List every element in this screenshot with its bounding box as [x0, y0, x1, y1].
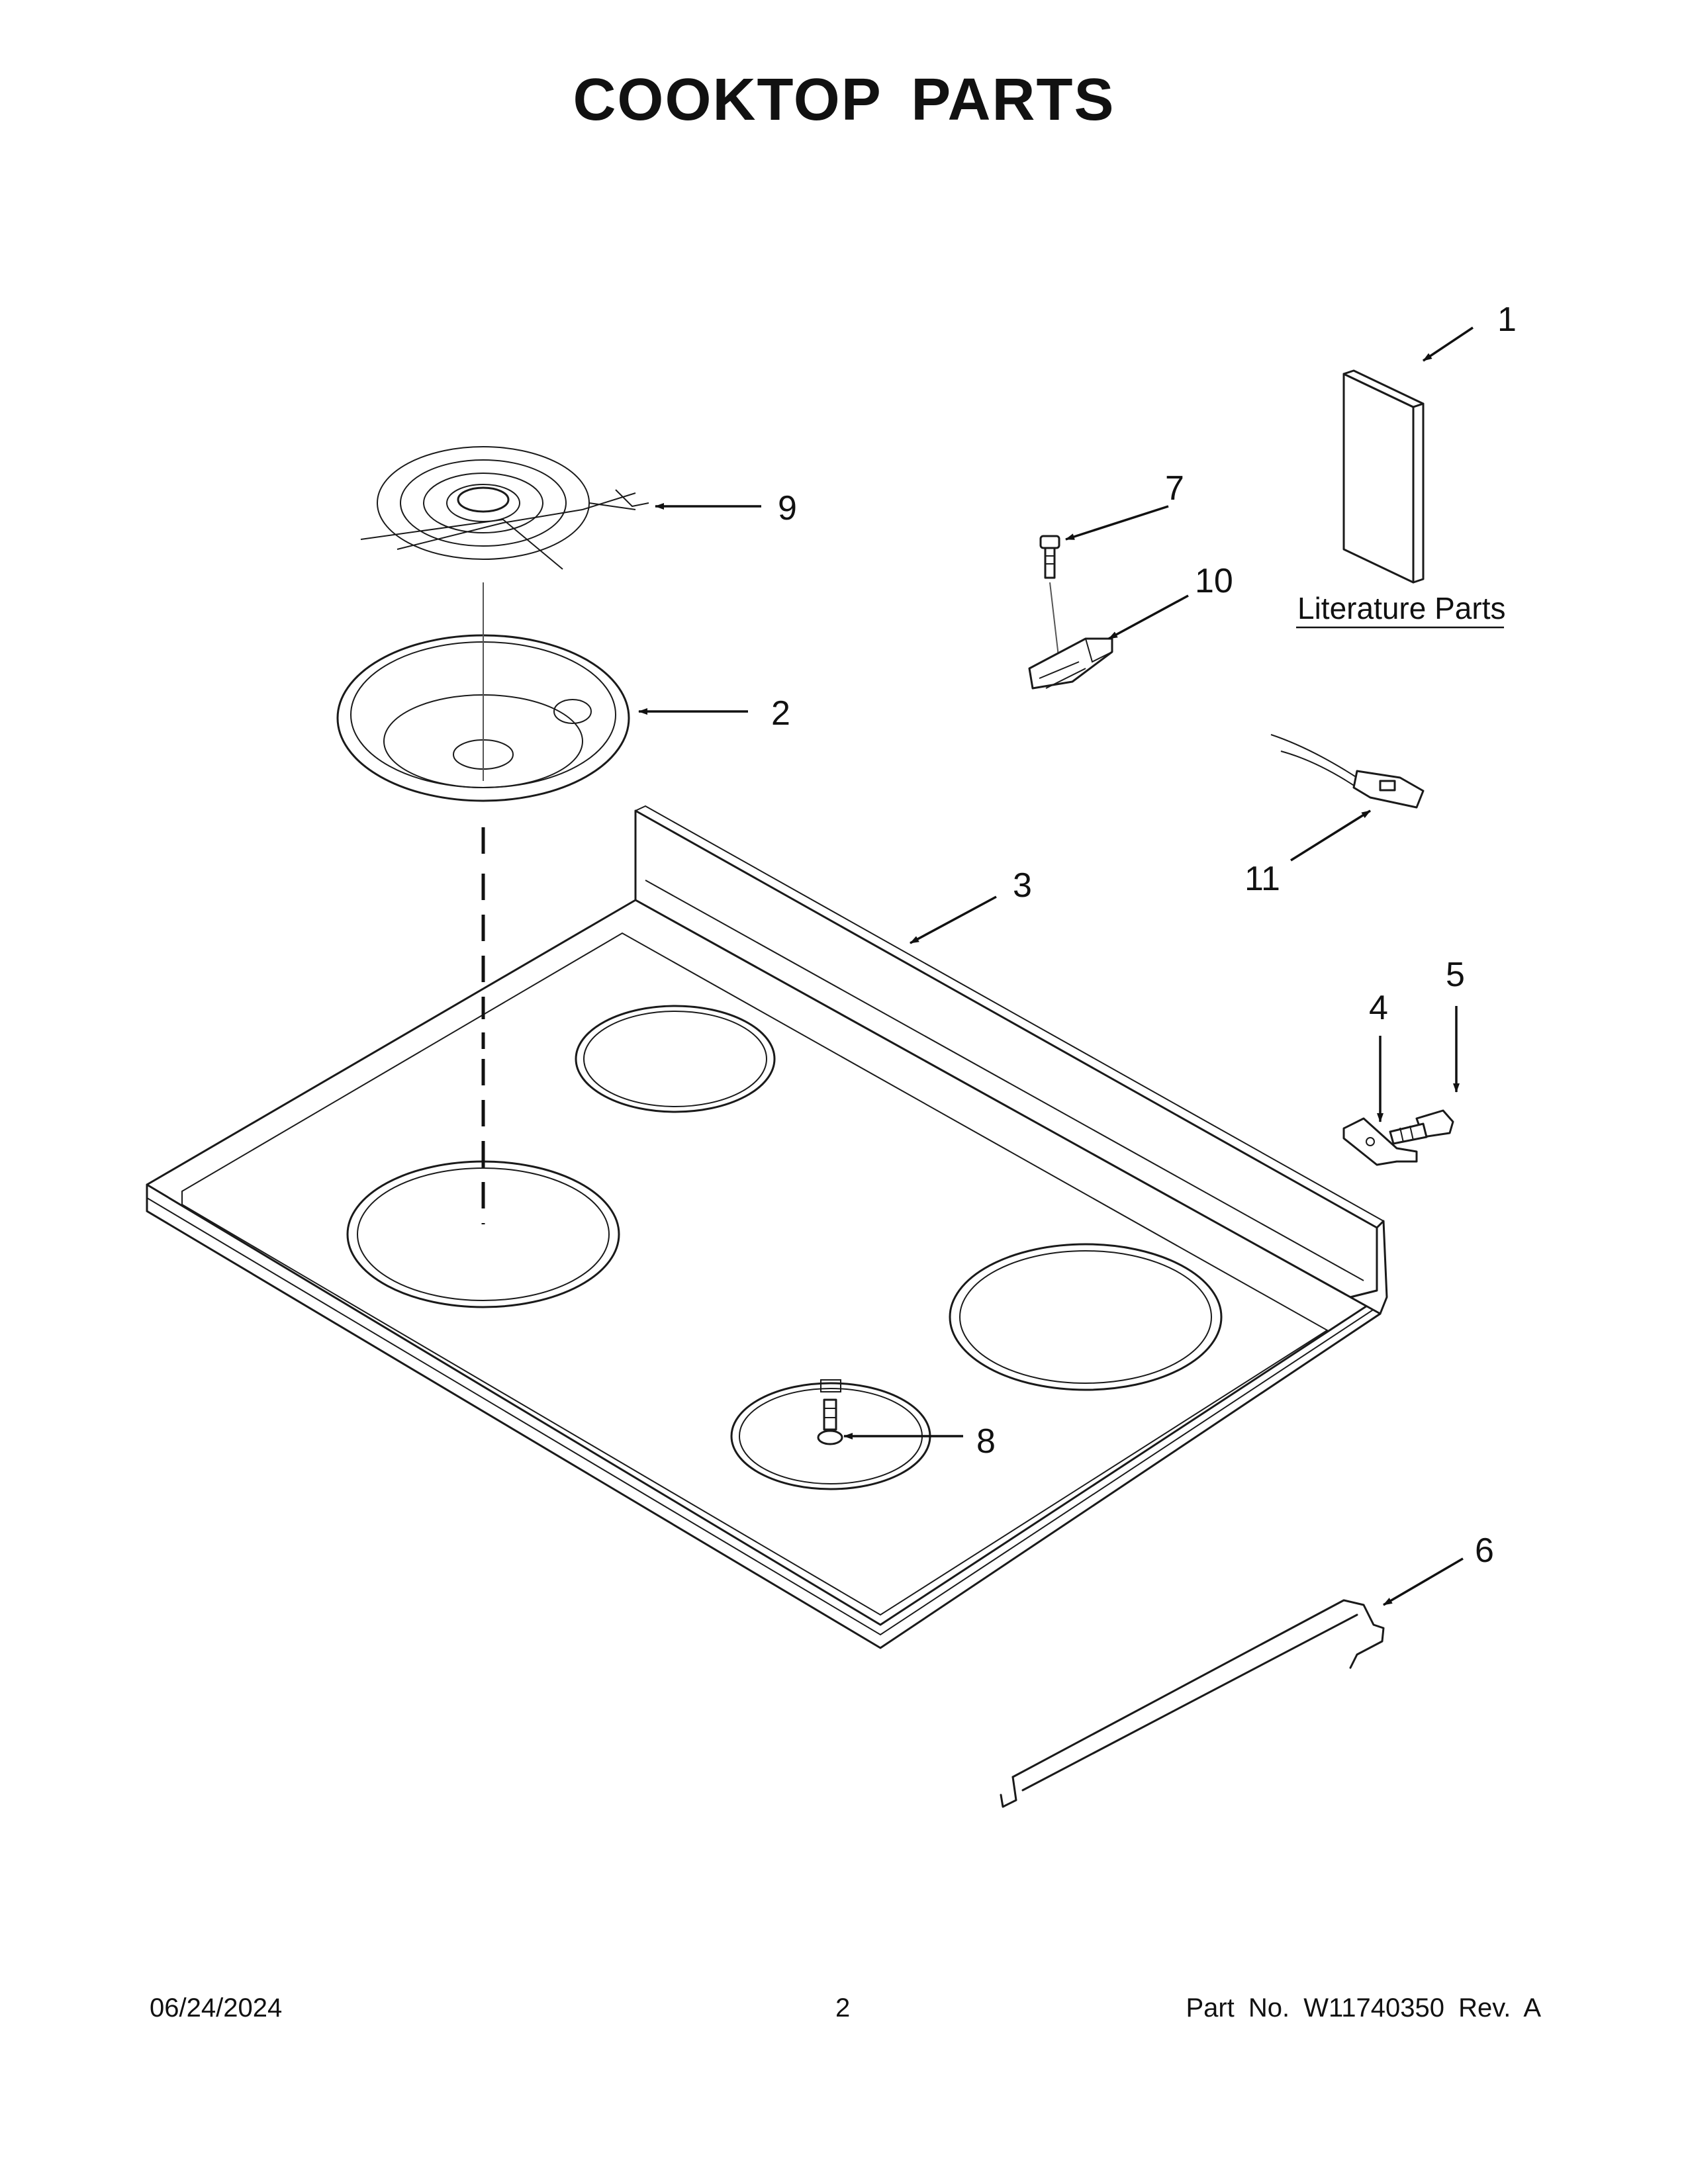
callout-3: 3	[1013, 866, 1032, 905]
callout-5: 5	[1446, 956, 1465, 994]
callout-1: 1	[1497, 300, 1517, 339]
footer-part-number: Part No. W11740350 Rev. A	[1186, 1993, 1541, 2023]
callout-4: 4	[1369, 989, 1388, 1027]
callout-9: 9	[778, 489, 797, 527]
callout-7: 7	[1165, 469, 1184, 508]
page-title: COOKTOP PARTS	[573, 67, 1115, 133]
literature-parts-label: Literature Parts	[1297, 591, 1505, 625]
callout-6: 6	[1475, 1531, 1494, 1570]
callout-10: 10	[1195, 562, 1233, 600]
rear-rail-part-6	[1000, 1599, 1385, 1808]
footer-page-number: 2	[835, 1993, 851, 2023]
callout-2: 2	[771, 694, 790, 733]
bracket-part-10	[1028, 637, 1113, 690]
callout-arrows	[638, 326, 1474, 1606]
surface-element	[360, 446, 649, 570]
screw-part-8	[817, 1398, 843, 1445]
callout-11: 11	[1244, 860, 1280, 898]
screw-part-5	[1389, 1109, 1454, 1145]
burner-opening-left-rear	[575, 1005, 776, 1113]
burner-opening-right-rear	[949, 1243, 1223, 1391]
wire-connector-part-11	[1270, 734, 1425, 809]
clip-part-4	[1342, 1117, 1418, 1166]
screw-part-7	[1039, 535, 1060, 579]
literature-parts-book	[1342, 369, 1425, 584]
cooktop-panel	[146, 805, 1388, 1649]
callout-8: 8	[976, 1422, 996, 1461]
footer-date: 06/24/2024	[150, 1993, 283, 2023]
